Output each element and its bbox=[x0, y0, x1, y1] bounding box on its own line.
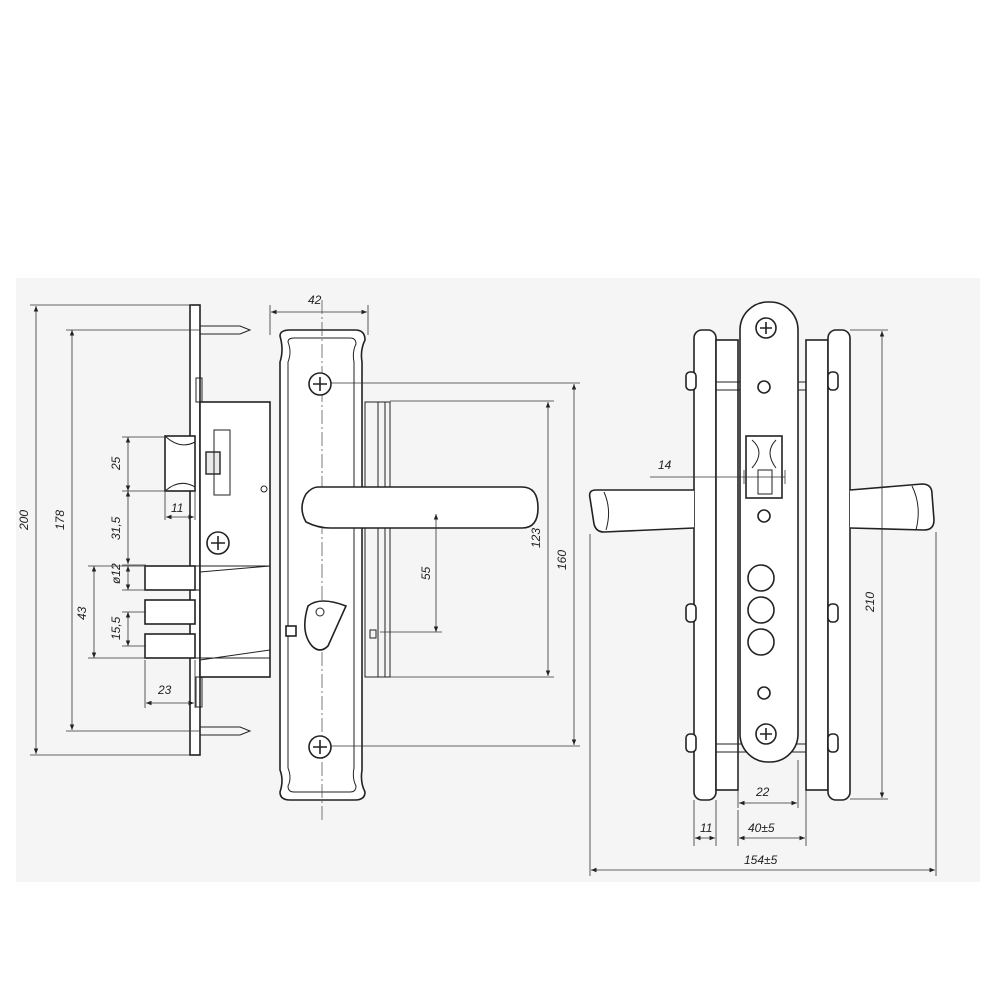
faceplate-screw-bottom-icon bbox=[755, 723, 777, 745]
dim-154-label: 154±5 bbox=[744, 853, 778, 867]
edge-latch bbox=[745, 435, 783, 499]
outer-plate-left bbox=[693, 329, 717, 801]
dim-210-label: 210 bbox=[863, 592, 877, 613]
dim-31-5-label: 31,5 bbox=[109, 516, 123, 540]
handle-front-view: 42 55 123 160 bbox=[260, 293, 580, 820]
lock-edge-view: 14 210 22 11 40±5 154±5 bbox=[588, 301, 937, 876]
dim-178-label: 178 bbox=[53, 510, 67, 530]
thumb-turn bbox=[285, 600, 377, 651]
dim-25-label: 25 bbox=[109, 456, 123, 471]
escutcheon-screw-bottom-icon bbox=[308, 735, 332, 759]
outer-plate-right bbox=[827, 329, 851, 801]
latch bbox=[164, 429, 231, 496]
dim-14-label: 14 bbox=[658, 458, 672, 472]
handle-left bbox=[588, 489, 695, 533]
dim-40-label: 40±5 bbox=[748, 821, 775, 835]
dim-diameter-12-label: ø12 bbox=[109, 563, 123, 584]
dim-55-label: 55 bbox=[419, 566, 433, 580]
nail-top bbox=[200, 325, 252, 335]
mortise-lock-side-view: 200 178 25 11 31,5 ø12 43 15,5 23 bbox=[17, 304, 271, 756]
escutcheon-plate bbox=[279, 329, 366, 801]
dim-160-label: 160 bbox=[555, 550, 569, 570]
cylinder-screw-icon bbox=[206, 531, 230, 555]
dim-200-label: 200 bbox=[17, 510, 31, 531]
dim-11-latch-label: 11 bbox=[171, 501, 183, 515]
dim-11-edge-label: 11 bbox=[700, 821, 712, 835]
dim-23-label: 23 bbox=[157, 683, 172, 697]
dim-43-label: 43 bbox=[75, 606, 89, 620]
dim-123-label: 123 bbox=[529, 528, 543, 548]
lever-handle bbox=[301, 486, 539, 529]
faceplate-screw-top-icon bbox=[755, 317, 777, 339]
dim-42-label: 42 bbox=[308, 293, 322, 307]
plate-studs bbox=[685, 371, 839, 753]
escutcheon-screw-top-icon bbox=[308, 372, 332, 396]
nail-bottom bbox=[200, 726, 252, 736]
dim-22-label: 22 bbox=[755, 785, 770, 799]
deadbolts bbox=[144, 565, 271, 661]
dim-15-5-label: 15,5 bbox=[109, 616, 123, 640]
bolt-holes bbox=[747, 564, 775, 656]
handle-right bbox=[849, 483, 935, 531]
